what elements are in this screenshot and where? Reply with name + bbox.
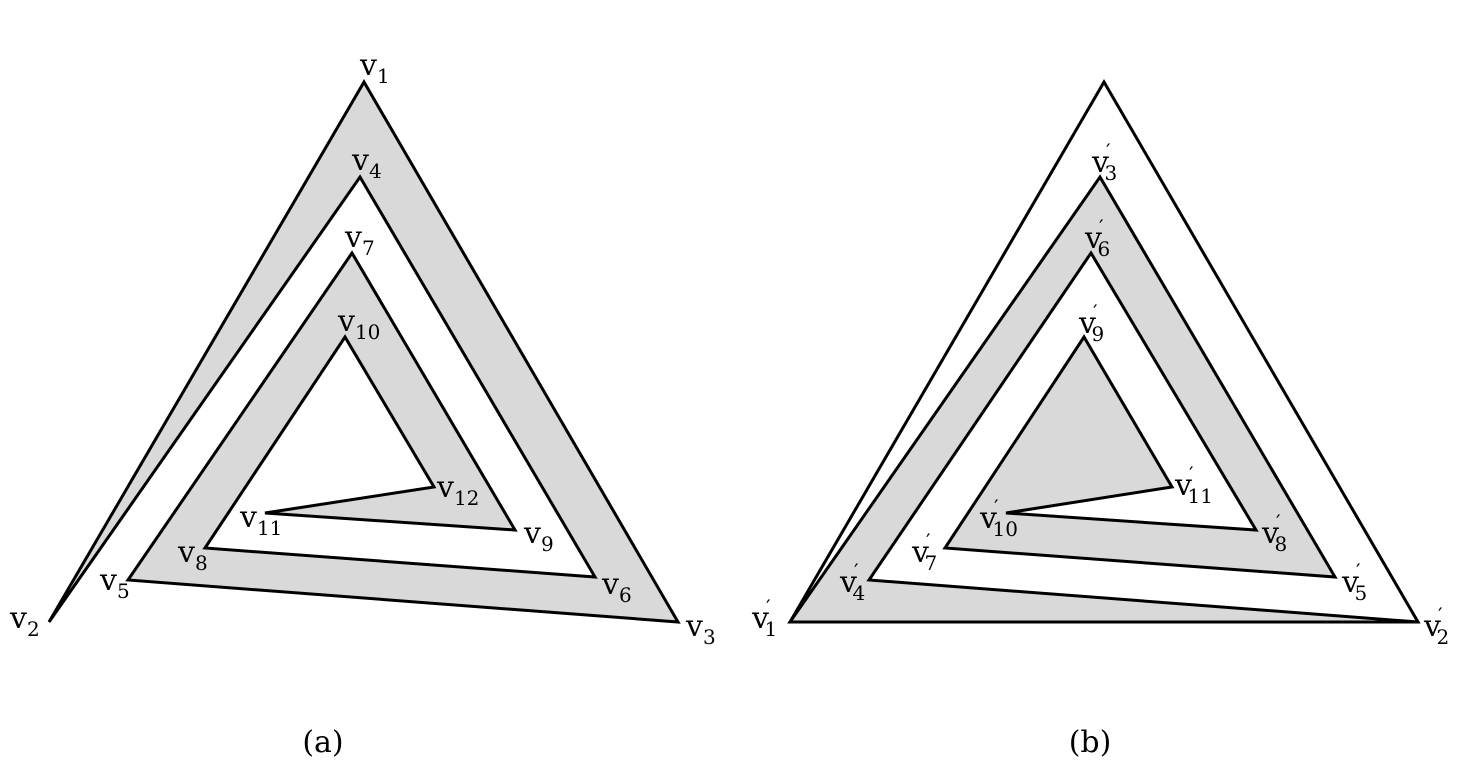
- vertex-label-v11: v11: [239, 500, 282, 540]
- vertex-label-v6: v6: [601, 567, 632, 607]
- vertex-label-v10: v10: [337, 304, 380, 344]
- vertex-label-v1: v1: [359, 48, 390, 88]
- vertex-label-v5: v5: [99, 563, 130, 603]
- panel-b-spiral-polygon: [787, 174, 1419, 624]
- vertex-label-v8p: v′8: [1261, 510, 1287, 556]
- vertex-label-v4p: v′4: [839, 559, 865, 605]
- vertex-label-v3: v3: [685, 609, 716, 649]
- vertex-label-v6p: v′6: [1084, 215, 1110, 261]
- vertex-label-v7: v7: [344, 220, 375, 260]
- caption-a: (a): [302, 725, 343, 760]
- vertex-label-v2: v2: [9, 601, 40, 641]
- panel-a: v1 v2 v3 v4 v5 v6 v7 v8 v9 v10 v11 v12: [9, 48, 716, 649]
- vertex-label-v11p: v′11: [1174, 462, 1213, 508]
- vertex-label-v2p: v′2: [1423, 603, 1449, 649]
- vertex-label-v3p: v′3: [1091, 139, 1117, 185]
- vertex-label-v8: v8: [177, 535, 208, 575]
- vertex-label-v7p: v′7: [911, 529, 937, 575]
- vertex-label-v5p: v′5: [1341, 559, 1367, 605]
- vertex-label-v1p: v′1: [751, 595, 777, 641]
- vertex-label-v9p: v′9: [1078, 300, 1104, 346]
- vertex-label-v9: v9: [523, 516, 554, 556]
- vertex-label-v12: v12: [436, 470, 479, 510]
- vertex-label-v4: v4: [351, 143, 382, 183]
- panel-a-spiral-polygon: [47, 79, 681, 624]
- panel-b: v′1 v′2 v′3 v′4 v′5 v′6 v′7 v′8 v′9 v′10 v′11: [751, 79, 1449, 649]
- vertex-label-v10p: v′10: [979, 495, 1018, 541]
- caption-b: (b): [1069, 725, 1112, 760]
